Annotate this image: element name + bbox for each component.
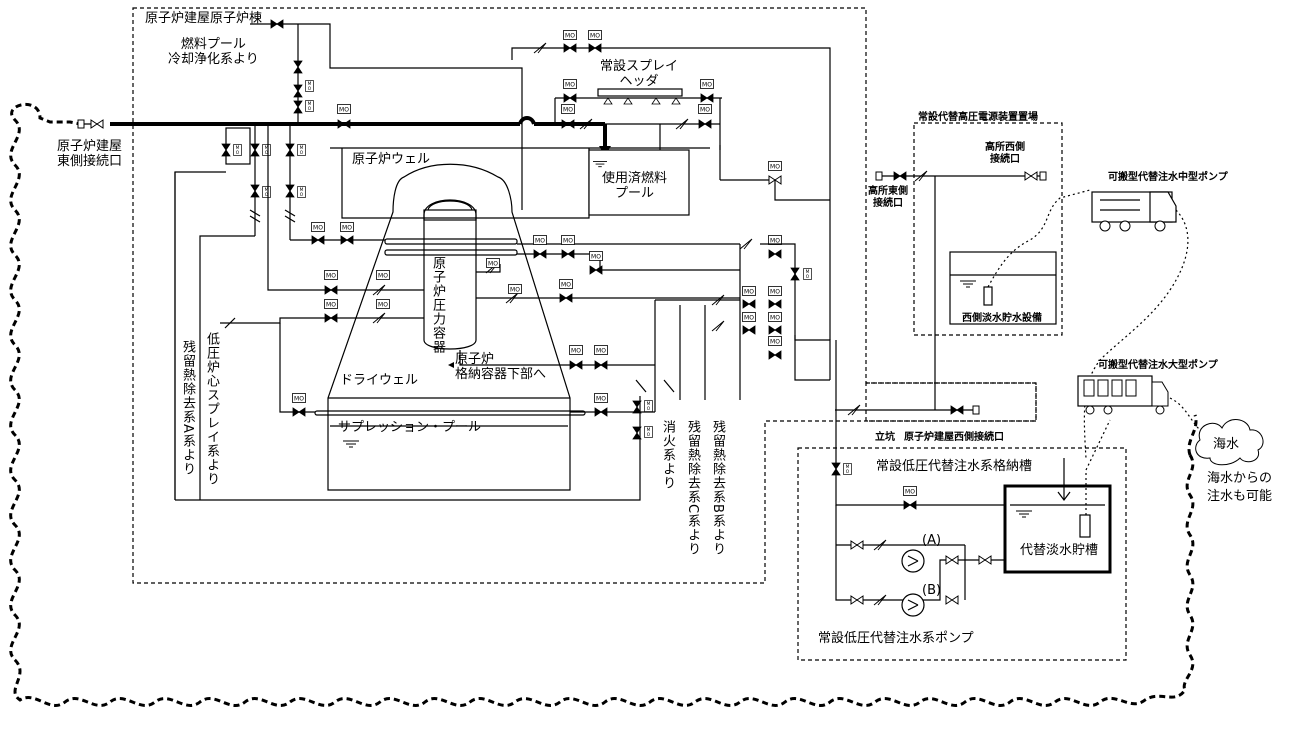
permanent-pump-label: 常設低圧代替注水系ポンプ [818,631,974,646]
seawater-cloud [1195,419,1264,466]
fuel-pool-cleanup-label: 燃料プール 冷却浄化系より [168,37,259,67]
pcv-lower-label: 原子炉 格納容器下部へ [455,352,547,382]
tank-pit-boundary [797,447,1127,661]
reactor-building-boundary [132,7,1037,584]
seawater-label: 海水 [1213,437,1240,452]
east-connection-port [77,119,104,129]
rhr-b-label: 残留熱除去系B系より [710,420,725,556]
reactor-well-label: 原子炉ウェル [352,152,431,167]
pump-a-label: (A) [922,533,942,548]
power-station-boundary [913,122,1063,336]
containment-vessel [327,163,571,491]
spray-header-label: 常設スプレイ ヘッダ [600,59,679,89]
medium-pump-label: 可搬型代替注水中型ポンプ [1108,172,1228,183]
spray-header [597,88,683,97]
power-station-label: 常設代替高圧電源装置置場 [918,112,1038,123]
reactor-west-connection-label: 原子炉建屋西側接続口 [904,432,1004,443]
reactor-building-label: 原子炉建屋原子炉棟 [145,11,263,26]
replacement-tank-label: 代替淡水貯槽 [1020,543,1099,558]
seawater-note: 海水からの 注水も可能 [1207,471,1273,505]
rhr-c-label: 残留熱除去系C系より [685,420,700,557]
lpcs-label: 低圧炉心スプレイ系より [204,332,219,486]
west-water-storage [949,251,1057,325]
suppression-pool-label: サプレッション・プール [338,420,482,435]
drywell-label: ドライウェル [340,373,419,388]
fire-system-label: 消火系より [660,420,675,490]
vertical-shaft-label: 立坑 [875,432,895,443]
west-water-storage-label: 西側淡水貯水設備 [962,313,1042,324]
reactor-east-connection-label: 原子炉建屋 東側接続口 [57,139,123,169]
pump-b [901,593,925,617]
spent-fuel-pool-label: 使用済燃料 プール [602,171,668,201]
reactor-pressure-vessel [423,199,477,350]
rpv-label: 原子炉圧力容器 [430,256,445,354]
tank-pit-label: 常設低圧代替注水系格納槽 [876,459,1033,474]
pump-b-label: (B) [922,583,942,598]
large-pump-label: 可搬型代替注水大型ポンプ [1098,360,1218,371]
high-east-connection-label: 高所東側 接続口 [868,186,908,209]
spent-fuel-pool [588,149,690,216]
medium-pump-truck [1091,191,1177,232]
high-west-connection-label: 高所西側 接続口 [985,142,1025,165]
replacement-tank [1003,484,1112,574]
large-pump-truck [1077,375,1169,415]
rhr-a-label: 残留熱除去系A系より [180,340,195,476]
hose-route [9,102,1195,707]
pump-a [901,549,925,573]
